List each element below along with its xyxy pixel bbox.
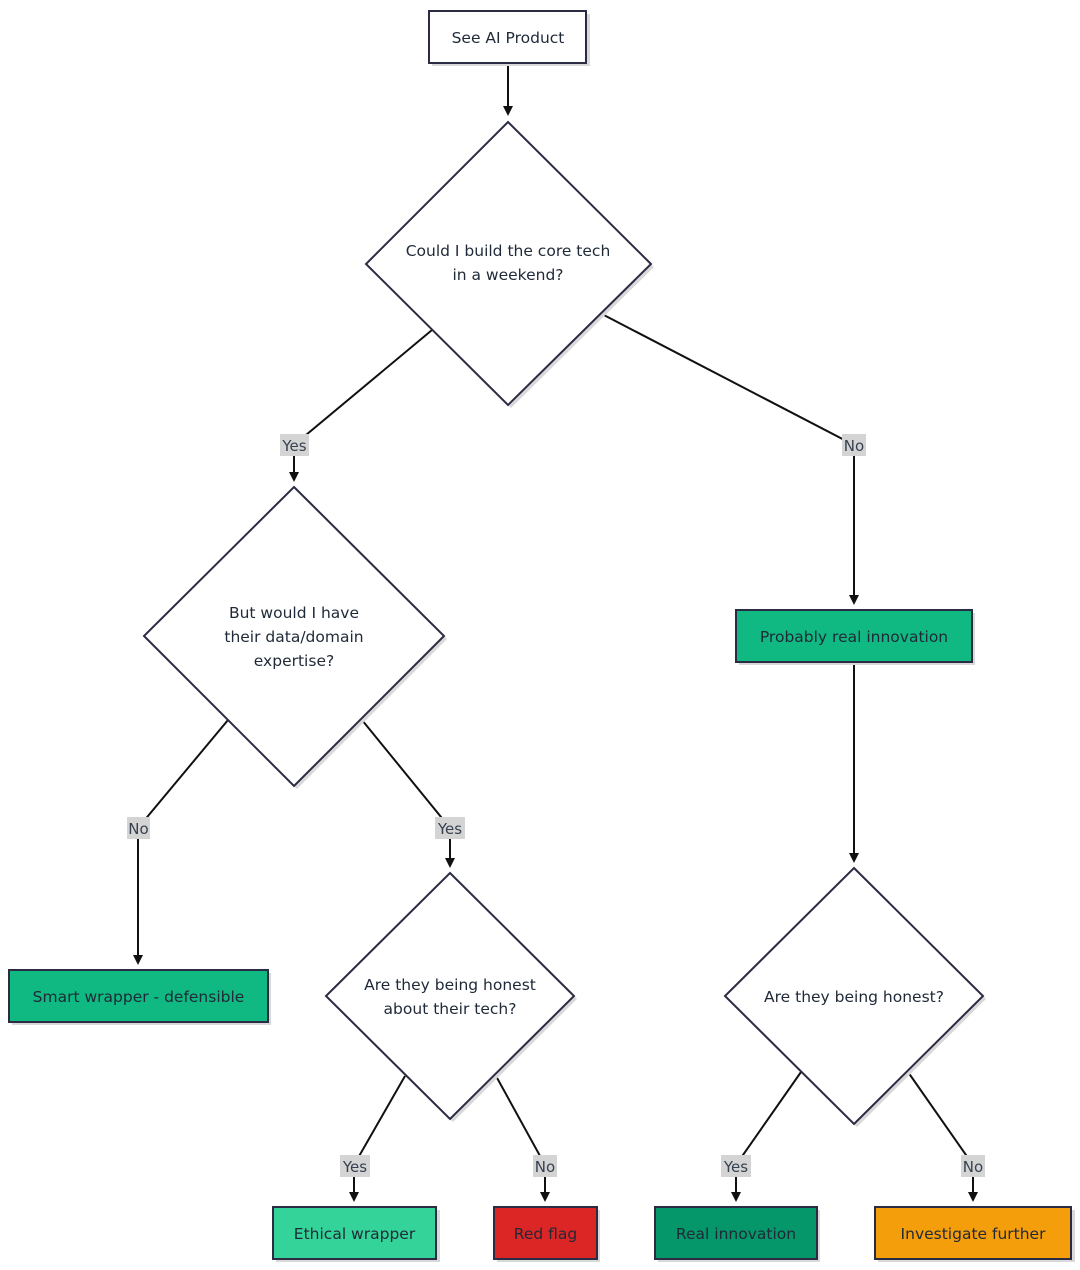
edge-label-weekend-no: No (842, 434, 866, 456)
node-decision-honest-tech[interactable]: Are they being honest about their tech? (324, 871, 577, 1122)
edge-labels: Yes No No Yes Yes No Yes No (127, 434, 985, 1177)
svg-text:No: No (844, 437, 864, 455)
svg-text:Could I build the core tech: Could I build the core tech (406, 242, 611, 260)
edge-label-honest-no: No (961, 1155, 985, 1177)
svg-text:in a weekend?: in a weekend? (452, 266, 563, 284)
node-probably-real-innovation[interactable]: Probably real innovation (735, 609, 975, 665)
node-decision-honest[interactable]: Are they being honest? (723, 866, 986, 1127)
svg-text:No: No (128, 820, 148, 838)
svg-text:No: No (963, 1158, 983, 1176)
svg-text:Red flag: Red flag (514, 1225, 577, 1243)
arrowhead-icon (133, 955, 143, 965)
svg-text:Yes: Yes (723, 1158, 748, 1176)
edge-label-data-no: No (127, 817, 150, 839)
node-red-flag[interactable]: Red flag (493, 1206, 600, 1262)
svg-text:No: No (535, 1158, 555, 1176)
svg-text:Yes: Yes (437, 820, 462, 838)
svg-text:But would I have: But would I have (229, 604, 359, 622)
edge-label-data-yes: Yes (435, 817, 465, 839)
svg-text:about their tech?: about their tech? (384, 1000, 517, 1018)
svg-text:Yes: Yes (281, 437, 306, 455)
node-ethical-wrapper[interactable]: Ethical wrapper (272, 1206, 440, 1262)
edge-weekend-no (599, 312, 855, 595)
edge-data-no (137, 719, 229, 955)
node-decision-data-domain[interactable]: But would I have their data/domain exper… (142, 485, 447, 789)
nodes: See AI Product Could I build the core te… (8, 10, 1075, 1262)
arrowhead-icon (289, 472, 299, 482)
arrowhead-icon (540, 1192, 550, 1202)
svg-text:Yes: Yes (342, 1158, 367, 1176)
arrowhead-icon (731, 1192, 741, 1202)
node-real-innovation[interactable]: Real innovation (654, 1206, 820, 1262)
arrowhead-icon (849, 853, 859, 863)
arrowhead-icon (445, 858, 455, 868)
arrowhead-icon (349, 1192, 359, 1202)
node-smart-wrapper[interactable]: Smart wrapper - defensible (8, 969, 271, 1025)
svg-text:See AI Product: See AI Product (452, 29, 565, 47)
svg-text:Are they being honest: Are they being honest (364, 976, 536, 994)
node-investigate-further[interactable]: Investigate further (874, 1206, 1075, 1262)
arrowhead-icon (968, 1192, 978, 1202)
edge-label-honest-yes: Yes (721, 1155, 751, 1177)
edge-weekend-yes (293, 329, 433, 472)
svg-text:Ethical wrapper: Ethical wrapper (294, 1225, 416, 1243)
svg-text:Investigate further: Investigate further (901, 1225, 1047, 1243)
svg-text:Smart wrapper - defensible: Smart wrapper - defensible (33, 988, 245, 1006)
arrowhead-icon (503, 106, 513, 116)
edge-label-honest-tech-no: No (533, 1155, 557, 1177)
node-decision-weekend[interactable]: Could I build the core tech in a weekend… (364, 120, 654, 408)
edge-label-honest-tech-yes: Yes (340, 1155, 370, 1177)
svg-text:Probably real innovation: Probably real innovation (760, 628, 948, 646)
node-start[interactable]: See AI Product (428, 10, 590, 66)
edge-label-weekend-yes: Yes (280, 434, 309, 456)
svg-text:Are they being honest?: Are they being honest? (764, 988, 944, 1006)
svg-text:Real innovation: Real innovation (676, 1225, 796, 1243)
arrowhead-icon (849, 595, 859, 605)
svg-text:expertise?: expertise? (254, 652, 334, 670)
svg-text:their data/domain: their data/domain (224, 628, 363, 646)
